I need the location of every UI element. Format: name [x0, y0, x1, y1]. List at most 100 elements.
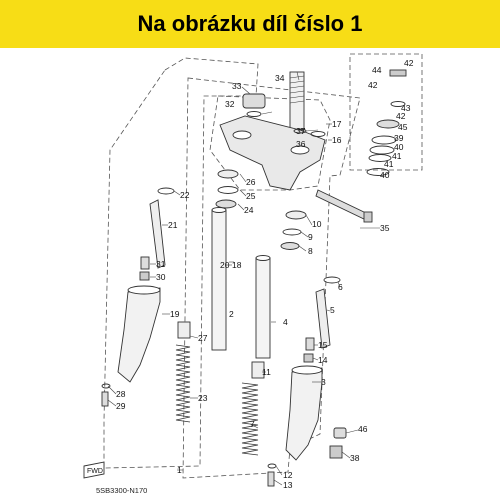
callout-42c: 42 [368, 80, 378, 90]
washer-12 [267, 463, 277, 469]
callout-36: 36 [296, 139, 306, 149]
collar-27 [177, 321, 191, 339]
callout-46: 46 [358, 424, 368, 434]
callout-23: 23 [198, 393, 208, 403]
bracket-bore-right [290, 145, 310, 155]
damper-rod-5 [315, 288, 331, 349]
oil-seal-26 [217, 169, 239, 179]
washer-43 [390, 101, 406, 107]
o-ring-32 [246, 111, 262, 117]
outer-tube-top-3 [291, 365, 323, 375]
callout-27: 27 [198, 333, 208, 343]
inner-tube-20 [211, 209, 227, 351]
callout-44: 44 [372, 65, 382, 75]
callout-32: 32 [225, 99, 235, 109]
callout-35: 35 [380, 223, 390, 233]
ring-nut-45 [376, 119, 400, 129]
steering-stem-shaft [289, 71, 305, 131]
callout-9: 9 [308, 232, 313, 242]
callout-2: 2 [229, 309, 234, 319]
bearing-39 [371, 135, 397, 145]
inner-tube-20-top [211, 207, 227, 213]
callout-4: 4 [283, 317, 288, 327]
callout-34: 34 [275, 73, 285, 83]
title-banner: Na obrázku díl číslo 1 [0, 0, 500, 48]
outer-tube-3 [285, 367, 323, 461]
callout-19: 19 [170, 309, 180, 319]
callout-1: 1 [177, 465, 182, 475]
inner-tube-4-top [255, 255, 271, 261]
stem-threads [289, 75, 305, 104]
inner-tube-4 [255, 257, 271, 359]
fwd-label: FWD [87, 468, 103, 475]
callout-12: 12 [283, 470, 293, 480]
spring-7 [241, 382, 259, 456]
spring-15 [305, 337, 315, 351]
callout-18: 18 [232, 260, 242, 270]
callout-29: 29 [116, 401, 126, 411]
bolt-29 [101, 391, 109, 407]
outer-tube-19 [117, 287, 161, 383]
callout-3: 3 [321, 377, 326, 387]
label-38 [329, 445, 343, 459]
leader-lines [107, 71, 380, 486]
callout-40b: 40 [380, 170, 390, 180]
callout-14: 14 [318, 355, 328, 365]
callout-40a: 40 [394, 142, 404, 152]
callout-30: 30 [156, 272, 166, 282]
callout-5: 5 [330, 305, 335, 315]
banner-title: Na obrázku díl číslo 1 [137, 11, 363, 36]
callout-37: 37 [296, 126, 306, 136]
callout-26: 26 [246, 177, 256, 187]
callout-labels: 1 2 3 4 5 6 7 8 9 10 11 12 13 14 15 16 1… [116, 58, 414, 490]
callout-43: 43 [401, 103, 411, 113]
outline-steering-stem [209, 95, 331, 191]
callout-41a: 41 [392, 151, 402, 161]
washer-28 [101, 383, 111, 389]
callout-13: 13 [283, 480, 293, 490]
bolt-head-35 [363, 211, 373, 223]
callout-15: 15 [318, 340, 328, 350]
callout-11: 11 [262, 367, 271, 377]
callout-25: 25 [246, 191, 256, 201]
race-40 [369, 145, 395, 155]
outline-right-callout [349, 53, 423, 171]
ring-9 [282, 228, 302, 236]
callout-42a: 42 [404, 58, 414, 68]
cap-bolt [242, 93, 266, 109]
callout-33: 33 [232, 81, 242, 91]
seal-8 [280, 242, 300, 250]
callout-6: 6 [338, 282, 343, 292]
callout-16: 16 [332, 135, 342, 145]
piece-30 [139, 271, 150, 281]
callout-7: 7 [250, 419, 255, 429]
assembly-outlines [103, 53, 423, 479]
callout-22: 22 [180, 190, 190, 200]
piece-14 [303, 353, 314, 363]
damper-rod-21 [149, 199, 166, 269]
collar-11 [251, 361, 265, 379]
fwd-marker: FWD [83, 461, 105, 479]
callout-24: 24 [244, 205, 254, 215]
callout-42b: 42 [396, 111, 406, 121]
bolt-13 [267, 471, 275, 487]
spring-23 [175, 344, 191, 423]
spring-31 [140, 256, 150, 270]
callout-45: 45 [398, 122, 408, 132]
callout-39: 39 [394, 133, 404, 143]
circlip-6 [323, 276, 341, 284]
under-bracket [219, 115, 326, 191]
oil-seal-10 [285, 210, 307, 220]
ball-race-41 [368, 154, 392, 162]
seal-24 [215, 199, 237, 209]
reflector-46 [333, 427, 347, 439]
callout-20: 20 [220, 260, 230, 270]
callout-38: 38 [350, 453, 360, 463]
callout-31: 31 [156, 259, 166, 269]
circlip-22 [157, 187, 175, 195]
callout-41b: 41 [384, 159, 394, 169]
parts [101, 69, 407, 487]
callout-17: 17 [332, 119, 342, 129]
outer-tube-top-19 [127, 285, 161, 295]
